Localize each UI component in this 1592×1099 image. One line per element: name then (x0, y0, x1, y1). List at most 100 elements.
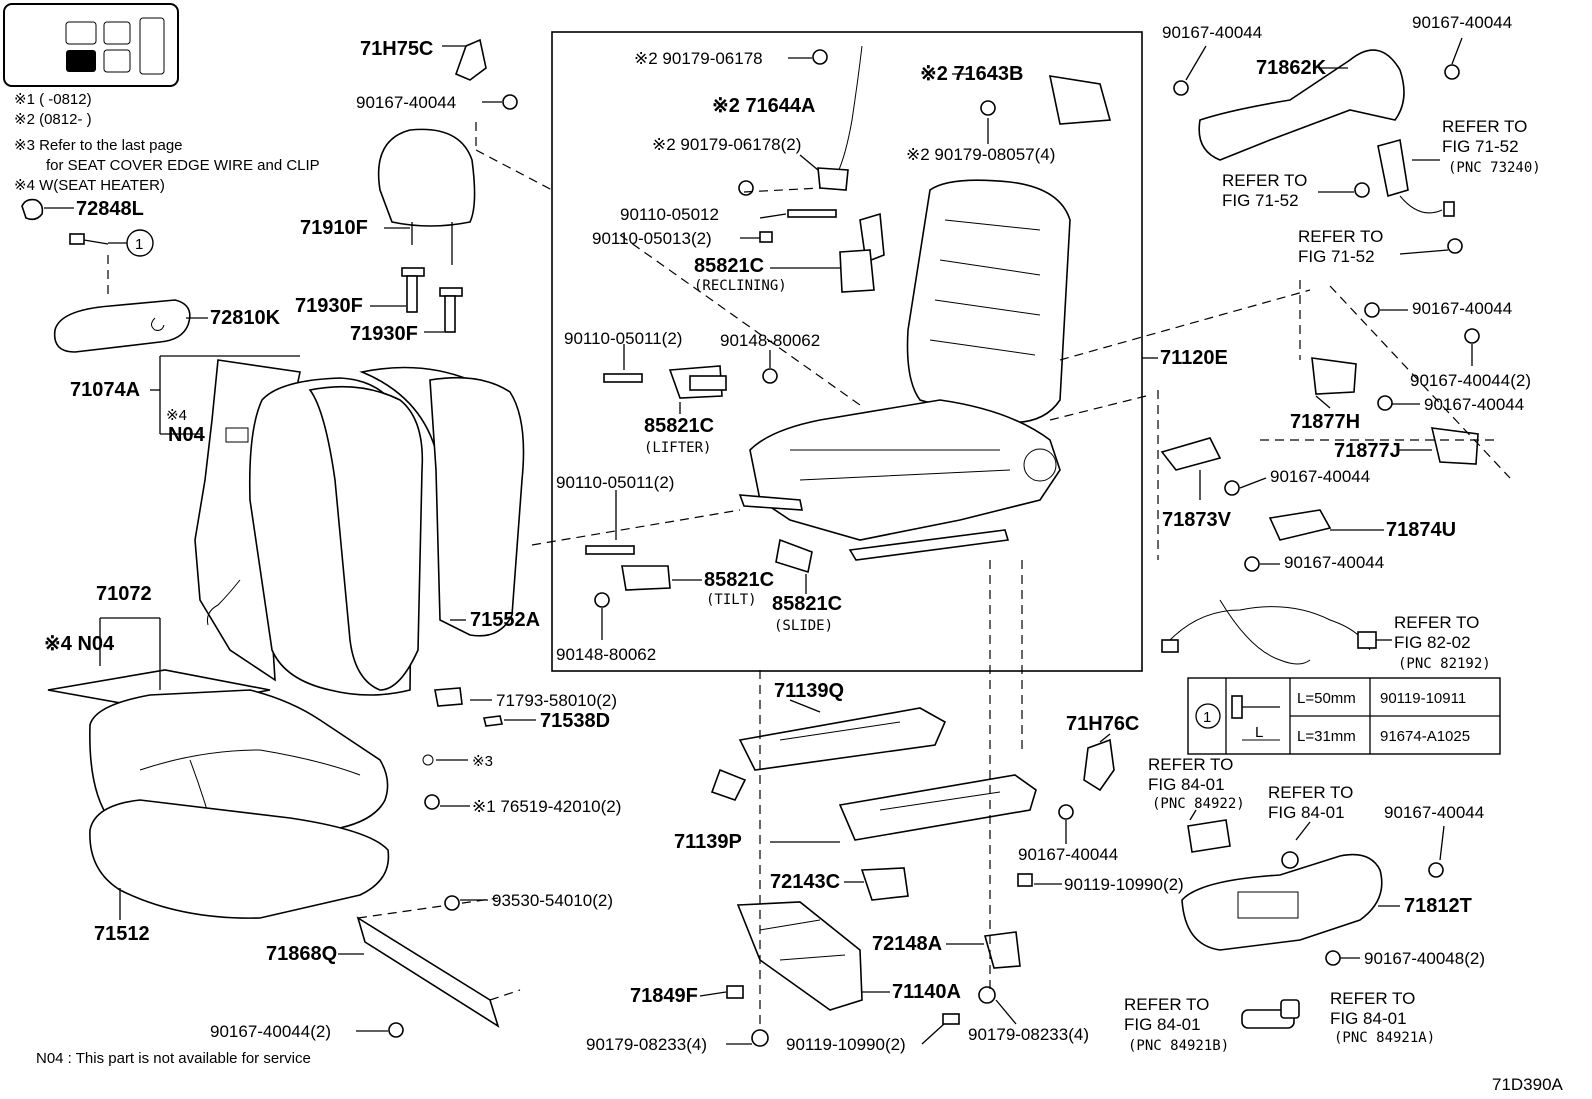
bolt-table-part-1: 90119-10911 (1380, 690, 1466, 707)
label-90167-40044-c: 90167-40044 (1018, 845, 1118, 864)
ref-71-52-b-2: FIG 71-52 (1222, 191, 1299, 210)
ref-84-01-b-2: FIG 84-01 (1268, 803, 1345, 822)
ref-82-02-3: (PNC 82192) (1398, 656, 1491, 672)
seat-switch-legend-icon (3, 3, 179, 87)
seatback-cover-71552A-drawing (429, 376, 525, 637)
label-90179-08057: ※2 90179-08057(4) (906, 145, 1055, 164)
label-71849F: 71849F (630, 985, 698, 1007)
fastener-drawings (388, 38, 518, 1038)
side-cover-71862K-drawing (1173, 49, 1460, 161)
ref-84-01-c-2: FIG 84-01 (1124, 1015, 1201, 1034)
legend-note-4: ※4 W(SEAT HEATER) (14, 177, 165, 194)
label-85821C-slide: 85821C (772, 593, 842, 615)
bracket-71H76C-drawing (1083, 738, 1115, 792)
wire-harness-drawing (1161, 599, 1377, 665)
label-90167-40044-e: 90167-40044 (1412, 13, 1512, 32)
label-71643B: ※2 71643B (920, 63, 1024, 85)
leader-lines (44, 37, 1473, 1045)
label-90167-40044-f: 90167-40044 (1412, 299, 1512, 318)
frame-assembly-box (551, 31, 1143, 672)
ref-71-52-b-1: REFER TO (1222, 171, 1307, 190)
label-90179-08233-b: 90179-08233(4) (968, 1025, 1089, 1044)
diagram-id: 71D390A (1492, 1075, 1564, 1094)
bolt-table-dim: L (1255, 724, 1263, 741)
seat-frame-drawing (738, 179, 1071, 561)
label-71072: 71072 (96, 583, 152, 605)
label-71140A: 71140A (892, 981, 961, 1003)
label-72810K: 72810K (210, 307, 281, 329)
bolt-table-len-1: L=50mm (1297, 690, 1356, 707)
label-72848L: 72848L (76, 198, 144, 220)
seat-rail-71139P-drawing (838, 774, 1037, 841)
ref-82-02-1: REFER TO (1394, 613, 1479, 632)
bolt-table-part-2: 91674-A1025 (1380, 728, 1470, 745)
recliner-motor-drawing (759, 209, 885, 293)
label-90110-05013: 90110-05013(2) (592, 229, 712, 248)
label-90179-06178: ※2 90179-06178 (634, 49, 763, 68)
footnote-n04: N04 : This part is not available for ser… (36, 1050, 311, 1067)
label-85821C-lifter: 85821C (644, 415, 714, 437)
bolt-table-len-2: L=31mm (1297, 728, 1356, 745)
label-71139Q: 71139Q (774, 680, 844, 702)
tilt-motor-drawing (585, 545, 671, 608)
label-71644A: ※2 71644A (712, 95, 816, 117)
ref-71-52-c-2: FIG 71-52 (1298, 247, 1375, 266)
label-90167-40044-i: 90167-40044 (1270, 467, 1370, 486)
label-71877H: 71877H (1290, 411, 1360, 433)
label-n04-a: N04 (168, 424, 206, 446)
label-n04-note: ※4 (166, 407, 187, 424)
label-lifter-sub: (LIFTER) (644, 440, 711, 456)
seat-rail-71139Q-drawing (710, 707, 947, 801)
label-90167-40044-a: 90167-40044 (356, 93, 456, 112)
label-tilt-sub: (TILT) (706, 592, 757, 608)
ref-84-01-c-1: REFER TO (1124, 995, 1209, 1014)
label-76519-42010: ※1 76519-42010(2) (472, 797, 621, 816)
ref-71-52-c-1: REFER TO (1298, 227, 1383, 246)
label-90179-06178-2: ※2 90179-06178(2) (652, 135, 801, 154)
label-93530-54010: 93530-54010(2) (492, 891, 613, 910)
ref-84-01-d-2: FIG 84-01 (1330, 1009, 1407, 1028)
label-90110-05011-a: 90110-05011(2) (564, 329, 682, 348)
label-85821C-tilt: 85821C (704, 569, 774, 591)
label-90179-08233-a: 90179-08233(4) (586, 1035, 707, 1054)
label-90148-80062-b: 90148-80062 (556, 645, 656, 664)
harness-71644A-drawing (738, 45, 1112, 196)
bracket-71877H-drawing (1311, 302, 1480, 411)
small-fastener-drawings (726, 804, 1074, 1047)
label-71120E: 71120E (1160, 347, 1228, 369)
slide-motor-drawing (775, 538, 813, 574)
label-90167-40044-g: 90167-40044(2) (1410, 371, 1531, 390)
ref-71-52-a-3: (PNC 73240) (1448, 160, 1541, 176)
label-90119-10990-b: 90119-10990(2) (1064, 875, 1184, 894)
lifter-motor-drawing (603, 365, 778, 399)
label-71930F-b: 71930F (350, 323, 418, 345)
label-ref3: ※3 (472, 753, 493, 770)
headrest-guide-drawing (401, 267, 463, 333)
bolt-table-symbol: 1 (1203, 709, 1211, 726)
label-90167-40048: 90167-40048(2) (1364, 949, 1485, 968)
label-71538D: 71538D (540, 710, 610, 732)
ref-84-01-d-1: REFER TO (1330, 989, 1415, 1008)
front-trim-71868Q-drawing (356, 916, 500, 1028)
label-85821C-reclining: 85821C (694, 255, 764, 277)
armrest-cover-drawing (53, 299, 191, 353)
ref-84-01-a-1: REFER TO (1148, 755, 1233, 774)
label-slide-sub: (SLIDE) (774, 618, 833, 634)
legend-note-2: ※2 (0812- ) (14, 111, 92, 128)
label-71930F-a: 71930F (295, 295, 363, 317)
label-90167-40044-d: 90167-40044 (1162, 23, 1262, 42)
bracket-71873V-drawing (1160, 437, 1240, 496)
legend-note-1: ※1 ( -0812) (14, 91, 92, 108)
label-71812T: 71812T (1404, 895, 1472, 917)
cap-72848L-drawing (21, 198, 44, 221)
label-71862K: 71862K (1256, 57, 1327, 79)
label-71512: 71512 (94, 923, 150, 945)
label-71139P: 71139P (674, 831, 742, 853)
ref-84-01-c-3: (PNC 84921B) (1128, 1038, 1229, 1054)
lower-frame-71140A-drawing (736, 901, 863, 1011)
label-90167-40044-j: 90167-40044 (1284, 553, 1384, 572)
label-71H76C: 71H76C (1066, 713, 1139, 735)
ref-71-52-a-1: REFER TO (1442, 117, 1527, 136)
label-90119-10990-a: 90119-10990(2) (786, 1035, 906, 1054)
